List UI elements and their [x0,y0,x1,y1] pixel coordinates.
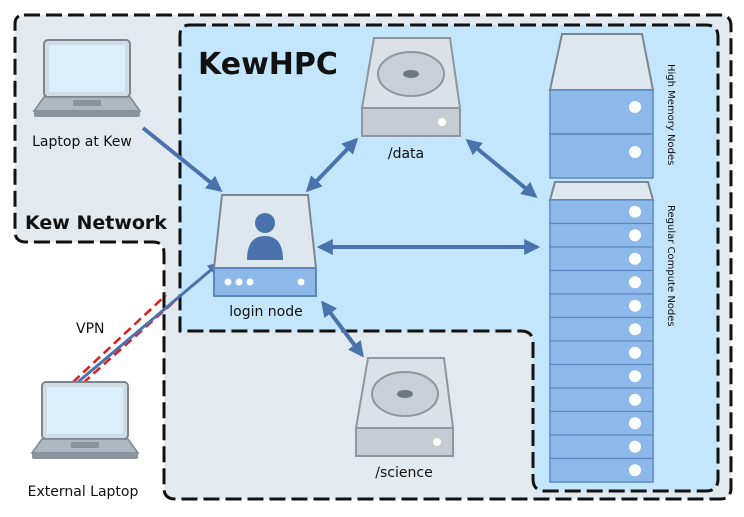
vpn-tunnel [72,262,220,384]
compute-node-light [629,323,641,336]
compute-node-light [629,417,641,430]
kew-network-title: Kew Network [25,212,167,234]
compute-node-light [629,464,641,477]
compute-node-unit [549,457,654,483]
compute-node-light [629,299,641,312]
laptop-icon [30,381,140,459]
science-disk-label: /science [375,465,432,481]
compute-node-light [629,440,641,453]
compute-node-light [629,393,641,406]
compute-node-light [629,370,641,383]
laptop-at-kew [32,39,142,117]
data-disk [360,37,462,137]
compute-node-light [629,205,641,218]
compute-node-light [629,276,641,289]
arrow-external-to-login [77,262,220,384]
arrow-data-login [305,137,359,193]
compute-node-light [629,346,641,359]
user-icon [247,213,283,260]
compute-node-light [629,229,641,242]
connections [141,126,541,358]
laptop-icon [32,39,142,117]
data-disk-label: /data [388,146,424,162]
regular-compute-nodes-label: Regular Compute Nodes [665,205,676,327]
arrow-laptop-to-login [141,126,223,193]
regular-compute-nodes [548,181,655,483]
login-node-label: login node [229,304,303,320]
high-memory-nodes [548,33,655,179]
disk-drive-icon [360,37,462,137]
kewhpc-title: KewHPC [198,47,338,82]
vpn-label: VPN [76,321,105,337]
disk-drive-icon [354,357,455,457]
external-laptop [30,381,140,459]
high-memory-nodes-label: High Memory Nodes [665,64,676,165]
laptop-at-kew-label: Laptop at Kew [32,134,132,150]
login-node [212,194,318,297]
arrow-login-science [321,300,364,358]
arrow-data-compute [465,138,538,199]
server-icon [212,194,318,297]
compute-node-light [629,252,641,265]
external-laptop-label: External Laptop [28,484,139,500]
science-disk [354,357,455,457]
